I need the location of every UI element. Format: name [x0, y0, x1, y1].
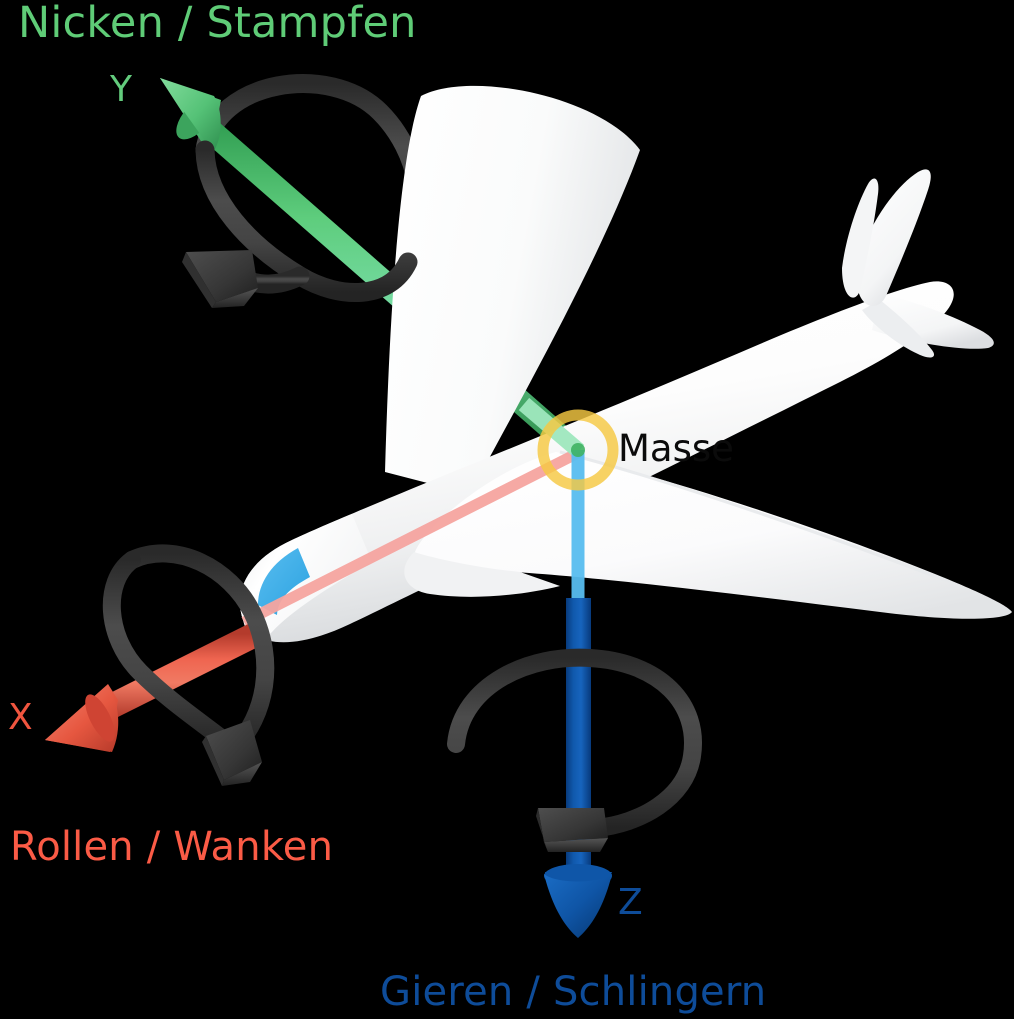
tail-fin-left [842, 178, 879, 298]
cockpit-window [258, 548, 310, 615]
x-axis-arrow [45, 622, 262, 752]
pitch-label: Nicken / Stampfen [18, 0, 417, 48]
roll-label: Rollen / Wanken [10, 824, 334, 870]
horizontal-stabilizer-left [862, 300, 935, 358]
aircraft [240, 85, 1012, 643]
left-wing-stub [404, 552, 560, 597]
yaw-arrow-head [538, 808, 608, 842]
rotation-ring-roll [102, 544, 275, 786]
pitch-arrow-head [186, 250, 258, 302]
tail-fin [858, 169, 931, 307]
x-axis-label: X [8, 697, 33, 738]
center-of-mass-label: Masse [618, 427, 734, 470]
yaw-label: Gieren / Schlingern [380, 969, 767, 1015]
vertical-stabilizer [385, 85, 640, 495]
roll-arrow-head [206, 720, 262, 780]
z-axis-label: Z [618, 882, 643, 923]
right-wing [414, 452, 1012, 619]
y-axis-label: Y [110, 69, 132, 110]
rotation-ring-pitch [182, 140, 418, 308]
center-of-mass-marker [537, 409, 619, 491]
x-axis-body-line [241, 447, 583, 627]
rotation-ring-yaw [447, 648, 702, 852]
